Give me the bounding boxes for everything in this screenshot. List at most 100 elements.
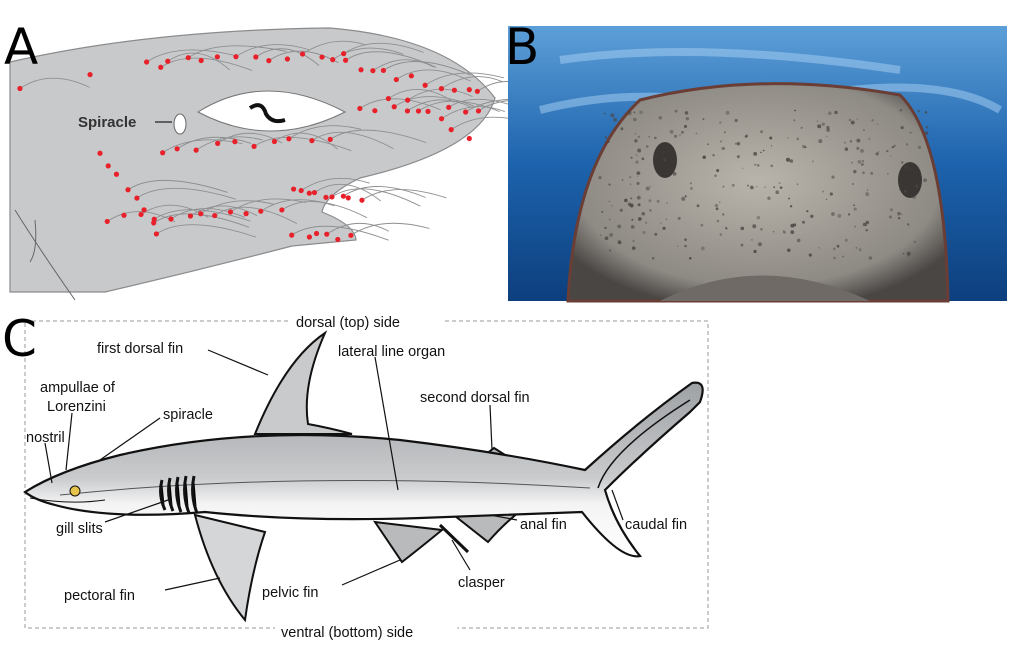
pore	[897, 211, 901, 216]
pore	[634, 132, 637, 135]
pore	[630, 156, 633, 159]
pore	[649, 185, 652, 188]
pore	[742, 167, 744, 169]
pore	[715, 207, 719, 211]
ampulla-dot	[97, 150, 103, 156]
pore	[794, 109, 796, 112]
spiracle-opening	[173, 113, 187, 135]
pore	[642, 230, 646, 235]
ampulla-dot	[329, 194, 335, 200]
pore	[833, 256, 836, 260]
pore	[613, 117, 618, 122]
pore	[779, 186, 783, 190]
pore	[719, 201, 721, 203]
pore	[685, 116, 690, 121]
pore	[858, 248, 862, 252]
pore	[808, 253, 812, 257]
pore	[681, 196, 686, 201]
pore	[690, 187, 693, 190]
label-clasper: clasper	[458, 575, 505, 591]
pore	[866, 189, 869, 192]
pore	[816, 120, 819, 122]
label-ventral-side: ventral (bottom) side	[281, 625, 413, 641]
pore	[631, 218, 634, 221]
canal-line	[441, 76, 503, 89]
ampulla-dot	[475, 108, 482, 114]
canal-line	[214, 206, 298, 224]
ampulla-dot	[160, 150, 166, 156]
pore	[907, 223, 910, 226]
pore	[658, 115, 663, 120]
label-spiracle: spiracle	[163, 407, 213, 423]
label-lateral-line-organ: lateral line organ	[338, 344, 445, 360]
pore	[663, 158, 667, 162]
ampulla-dot	[323, 194, 329, 200]
canal-line	[300, 177, 370, 191]
ampulla-dot	[279, 207, 285, 213]
canal-line	[343, 42, 424, 54]
pore	[804, 146, 807, 149]
pore	[674, 134, 678, 138]
pore	[617, 239, 622, 244]
pore	[853, 169, 857, 174]
pore	[716, 219, 720, 223]
ampulla-dot	[233, 54, 239, 60]
shark-snout-underside	[566, 82, 950, 303]
ampulla-dot	[212, 212, 218, 219]
pore	[651, 256, 655, 260]
panel-letter-b: B	[505, 18, 539, 76]
pore	[865, 192, 870, 197]
pore	[862, 171, 865, 175]
pore	[749, 185, 754, 190]
caudal-fin	[597, 399, 691, 489]
ampulla-dot	[372, 108, 378, 114]
pore	[760, 228, 763, 231]
ampulla-dot	[415, 108, 422, 114]
first-dorsal-fin	[253, 330, 353, 435]
pointer-lines	[44, 349, 624, 591]
ampulla-dot	[446, 104, 452, 110]
pore	[900, 161, 904, 164]
pore	[856, 138, 861, 143]
pore	[700, 246, 705, 251]
pore	[610, 113, 615, 118]
ampulla-dot	[327, 136, 333, 142]
pore	[684, 238, 687, 241]
ampulla-dot	[342, 57, 349, 63]
pore	[617, 224, 622, 229]
pore	[849, 140, 852, 143]
pore	[821, 122, 825, 126]
pore	[601, 210, 604, 213]
pore	[609, 232, 614, 237]
pore	[648, 199, 652, 203]
pore	[599, 234, 602, 236]
pore	[786, 248, 791, 253]
pore	[722, 185, 725, 188]
canal-lines	[19, 40, 564, 241]
canal-line	[361, 189, 447, 201]
pore	[887, 173, 889, 175]
ampulla-dot	[463, 109, 469, 115]
pore	[861, 160, 865, 163]
ampulla-dot	[313, 230, 320, 237]
canal-line	[255, 48, 320, 66]
panel-c-shark-diagram: C dorsal (top) side first dorsal fin lat…	[2, 310, 709, 641]
pore	[619, 208, 623, 212]
pore	[847, 213, 851, 216]
pore	[842, 255, 844, 258]
canal-line	[167, 52, 231, 71]
pore	[906, 143, 909, 146]
pore	[778, 182, 781, 185]
pore	[669, 129, 674, 134]
pore	[707, 143, 709, 145]
pore	[826, 128, 830, 132]
pore	[723, 131, 726, 134]
label-ampullae-2: Lorenzini	[47, 399, 106, 415]
pore	[609, 249, 611, 252]
canal-line	[383, 61, 472, 76]
ampulla-dot	[232, 139, 238, 145]
pore	[636, 181, 640, 185]
pore	[700, 223, 704, 227]
shark-eye-c	[69, 485, 81, 497]
pore	[860, 148, 864, 153]
